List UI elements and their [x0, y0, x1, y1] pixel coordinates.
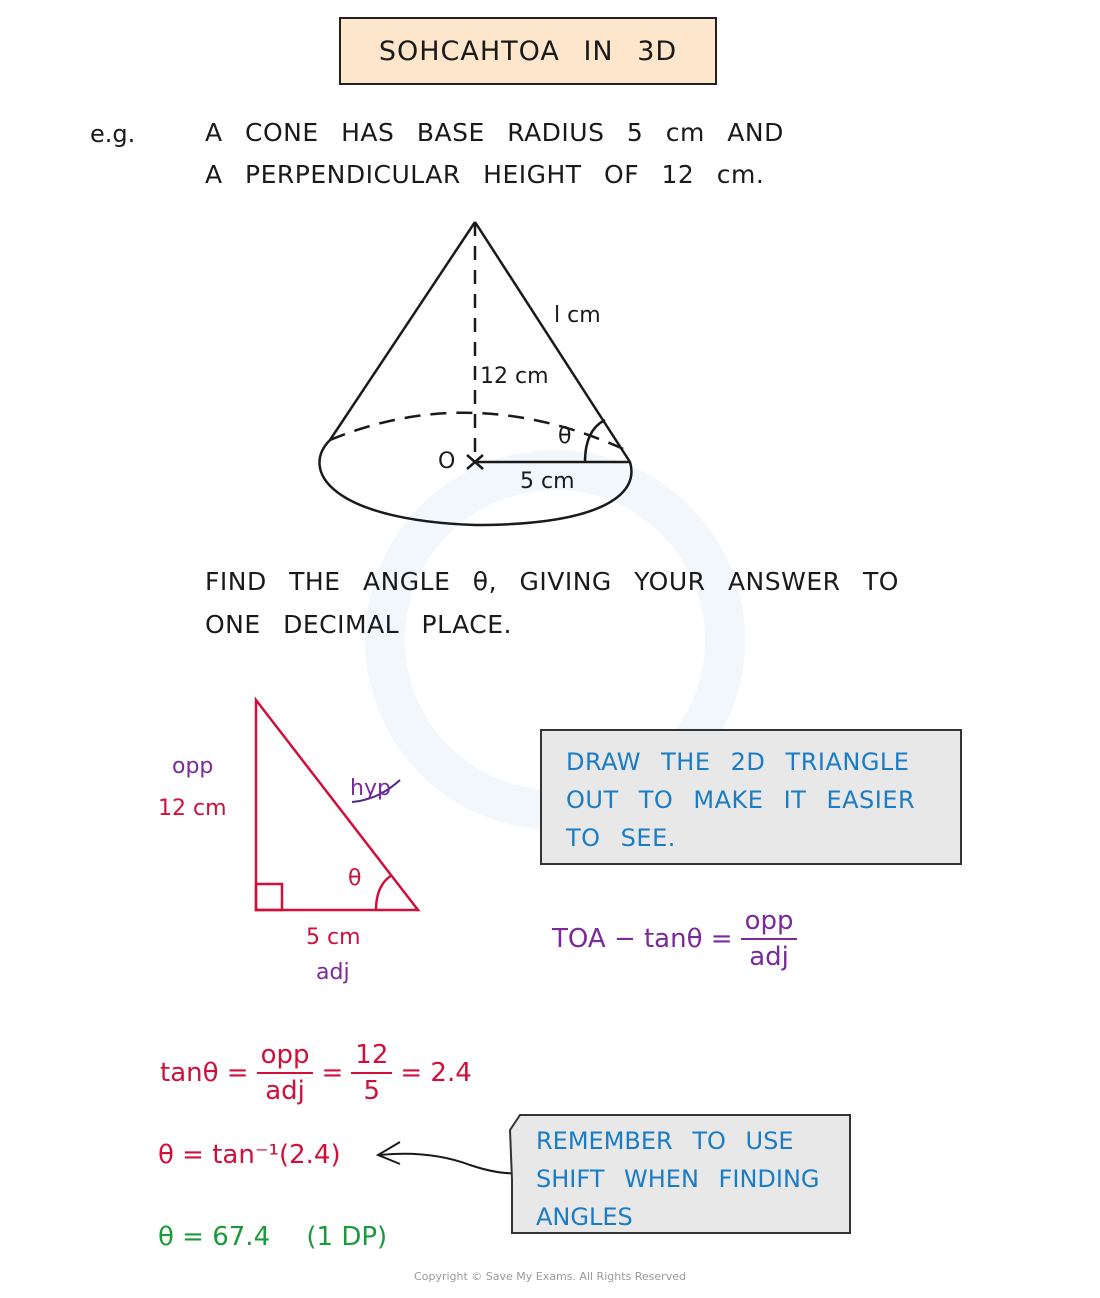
note-draw-line-3: TO SEE. — [566, 824, 676, 852]
toa-formula: TOA − tanθ = opp adj — [552, 904, 805, 974]
note-shift-box — [508, 1114, 851, 1234]
cone-diagram — [318, 221, 633, 527]
question-line-1: FIND THE ANGLE θ, GIVING YOUR ANSWER TO — [205, 567, 899, 596]
note-shift-line-1: REMEMBER TO USE — [536, 1127, 794, 1155]
step3-value: θ = 67.4 — [158, 1222, 271, 1252]
triangle-opp-value: 12 cm — [158, 796, 227, 821]
note-draw-box: DRAW THE 2D TRIANGLE OUT TO MAKE IT EASI… — [540, 729, 962, 865]
toa-fraction: opp adj — [740, 904, 798, 974]
cone-centre-label: O — [438, 449, 456, 474]
page-title: SOHCAHTOA IN 3D — [339, 17, 717, 85]
example-line-2: A PERPENDICULAR HEIGHT OF 12 cm. — [205, 160, 765, 189]
example-line-1: A CONE HAS BASE RADIUS 5 cm AND — [205, 118, 784, 147]
toa-numerator: opp — [740, 904, 798, 940]
cone-right-slant — [473, 221, 632, 463]
step1-den-1: adj — [265, 1076, 305, 1106]
copyright: Copyright © Save My Exams. All Rights Re… — [414, 1270, 686, 1283]
step1-num-2: 12 — [351, 1038, 393, 1074]
triangle-angle-label: θ — [348, 866, 362, 891]
working-step-3: θ = 67.4 (1 DP) — [158, 1222, 387, 1252]
note-shift-line-2: SHIFT WHEN FINDING — [536, 1165, 820, 1193]
note-shift-line-3: ANGLES — [536, 1203, 633, 1231]
toa-formula-lhs: TOA − tanθ = — [552, 924, 733, 954]
step1-num-1: opp — [256, 1038, 314, 1074]
cone-angle-arc — [583, 418, 606, 463]
cone-radius-label: 5 cm — [520, 469, 575, 494]
example-prefix: e.g. — [90, 120, 136, 148]
cone-angle-label: θ — [558, 424, 572, 449]
triangle-hyp-word: hyp — [350, 776, 391, 801]
cone-left-slant — [328, 221, 477, 441]
step1-lhs: tanθ = — [160, 1058, 249, 1088]
cone-base-front — [318, 439, 633, 527]
step1-result: = 2.4 — [400, 1058, 472, 1088]
step1-den-2: 5 — [363, 1076, 381, 1106]
working-step-1: tanθ = opp adj = 12 5 = 2.4 — [160, 1038, 480, 1108]
cone-base-back-dashed — [329, 411, 631, 454]
cone-slant-label: l cm — [554, 303, 601, 328]
note-draw-line-1: DRAW THE 2D TRIANGLE — [566, 748, 910, 776]
triangle-diagram — [254, 696, 421, 912]
page-title-text: SOHCAHTOA IN 3D — [378, 35, 678, 67]
triangle-angle-arc — [374, 873, 393, 911]
step1-fraction-1: opp adj — [256, 1038, 314, 1108]
centre-cross-b — [466, 454, 484, 470]
step3-note: (1 DP) — [306, 1222, 388, 1252]
right-triangle — [254, 696, 421, 912]
cone-height-label: 12 cm — [480, 364, 549, 389]
note-shift-text: REMEMBER TO USE SHIFT WHEN FINDING ANGLE… — [536, 1122, 820, 1236]
toa-denominator: adj — [749, 942, 789, 972]
triangle-opp-word: opp — [172, 754, 214, 779]
step1-equals: = — [321, 1058, 344, 1088]
hyp-strike — [351, 779, 401, 803]
triangle-adj-value: 5 cm — [306, 925, 361, 950]
note-draw-line-2: OUT TO MAKE IT EASIER — [566, 786, 916, 814]
step1-fraction-2: 12 5 — [351, 1038, 393, 1108]
right-angle-marker — [254, 882, 284, 912]
shift-arrow — [375, 1141, 526, 1177]
question-line-2: ONE DECIMAL PLACE. — [205, 610, 512, 639]
working-step-2: θ = tan⁻¹(2.4) — [158, 1140, 341, 1170]
triangle-adj-word: adj — [316, 960, 350, 985]
